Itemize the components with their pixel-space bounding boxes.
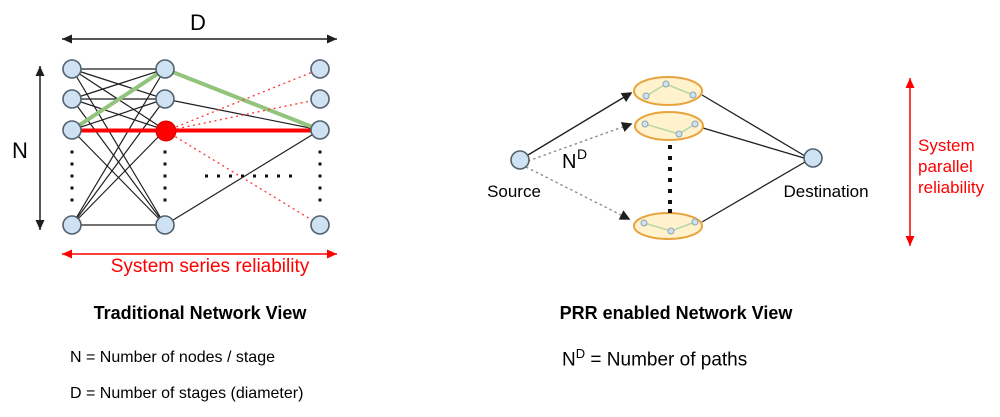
red-dotted-links — [165, 68, 321, 226]
nodes-label: N — [12, 138, 28, 163]
prr-network-diagram: Source Destination N D System parallel r… — [487, 76, 985, 246]
destination-node — [803, 148, 823, 168]
parallel-reliability-label: System parallel reliability — [918, 136, 985, 197]
network-views-diagram: D N — [12, 10, 985, 277]
source-label: Source — [487, 182, 541, 201]
source-links — [525, 92, 633, 220]
stage-edges — [71, 68, 321, 226]
definition-paths: ND = Number of paths — [562, 346, 748, 371]
svg-text:reliability: reliability — [918, 178, 985, 197]
svg-text:N: N — [562, 151, 576, 173]
svg-text:D: D — [577, 146, 587, 162]
definition-n: N = Number of nodes / stage — [70, 349, 275, 366]
prr-view-title: PRR enabled Network View — [559, 303, 793, 323]
svg-text:parallel: parallel — [918, 157, 973, 176]
destination-links — [701, 94, 806, 223]
svg-text:System: System — [918, 136, 975, 155]
diameter-arrow — [62, 34, 337, 44]
nodes-per-stage-arrow — [35, 66, 45, 230]
paths-count-label: N D — [562, 146, 587, 173]
path-cluster-bottom — [633, 212, 703, 240]
traditional-view-title: Traditional Network View — [93, 303, 307, 323]
column-ellipsis-dots — [70, 150, 322, 202]
series-reliability-label: System series reliability — [111, 256, 310, 277]
destination-label: Destination — [783, 182, 868, 201]
traditional-network-diagram: D N — [12, 10, 337, 277]
diameter-label: D — [190, 10, 206, 35]
failed-node — [155, 120, 177, 142]
cluster-ellipsis-dots — [668, 145, 672, 213]
parallel-reliability-arrow — [905, 78, 915, 246]
stage-nodes — [62, 59, 330, 235]
stage-ellipsis-dots — [205, 174, 292, 178]
source-node — [510, 150, 530, 170]
path-cluster-middle — [634, 111, 704, 141]
path-cluster-top — [633, 76, 703, 106]
definition-d: D = Number of stages (diameter) — [70, 385, 304, 402]
series-reliability-arrow — [62, 249, 337, 259]
